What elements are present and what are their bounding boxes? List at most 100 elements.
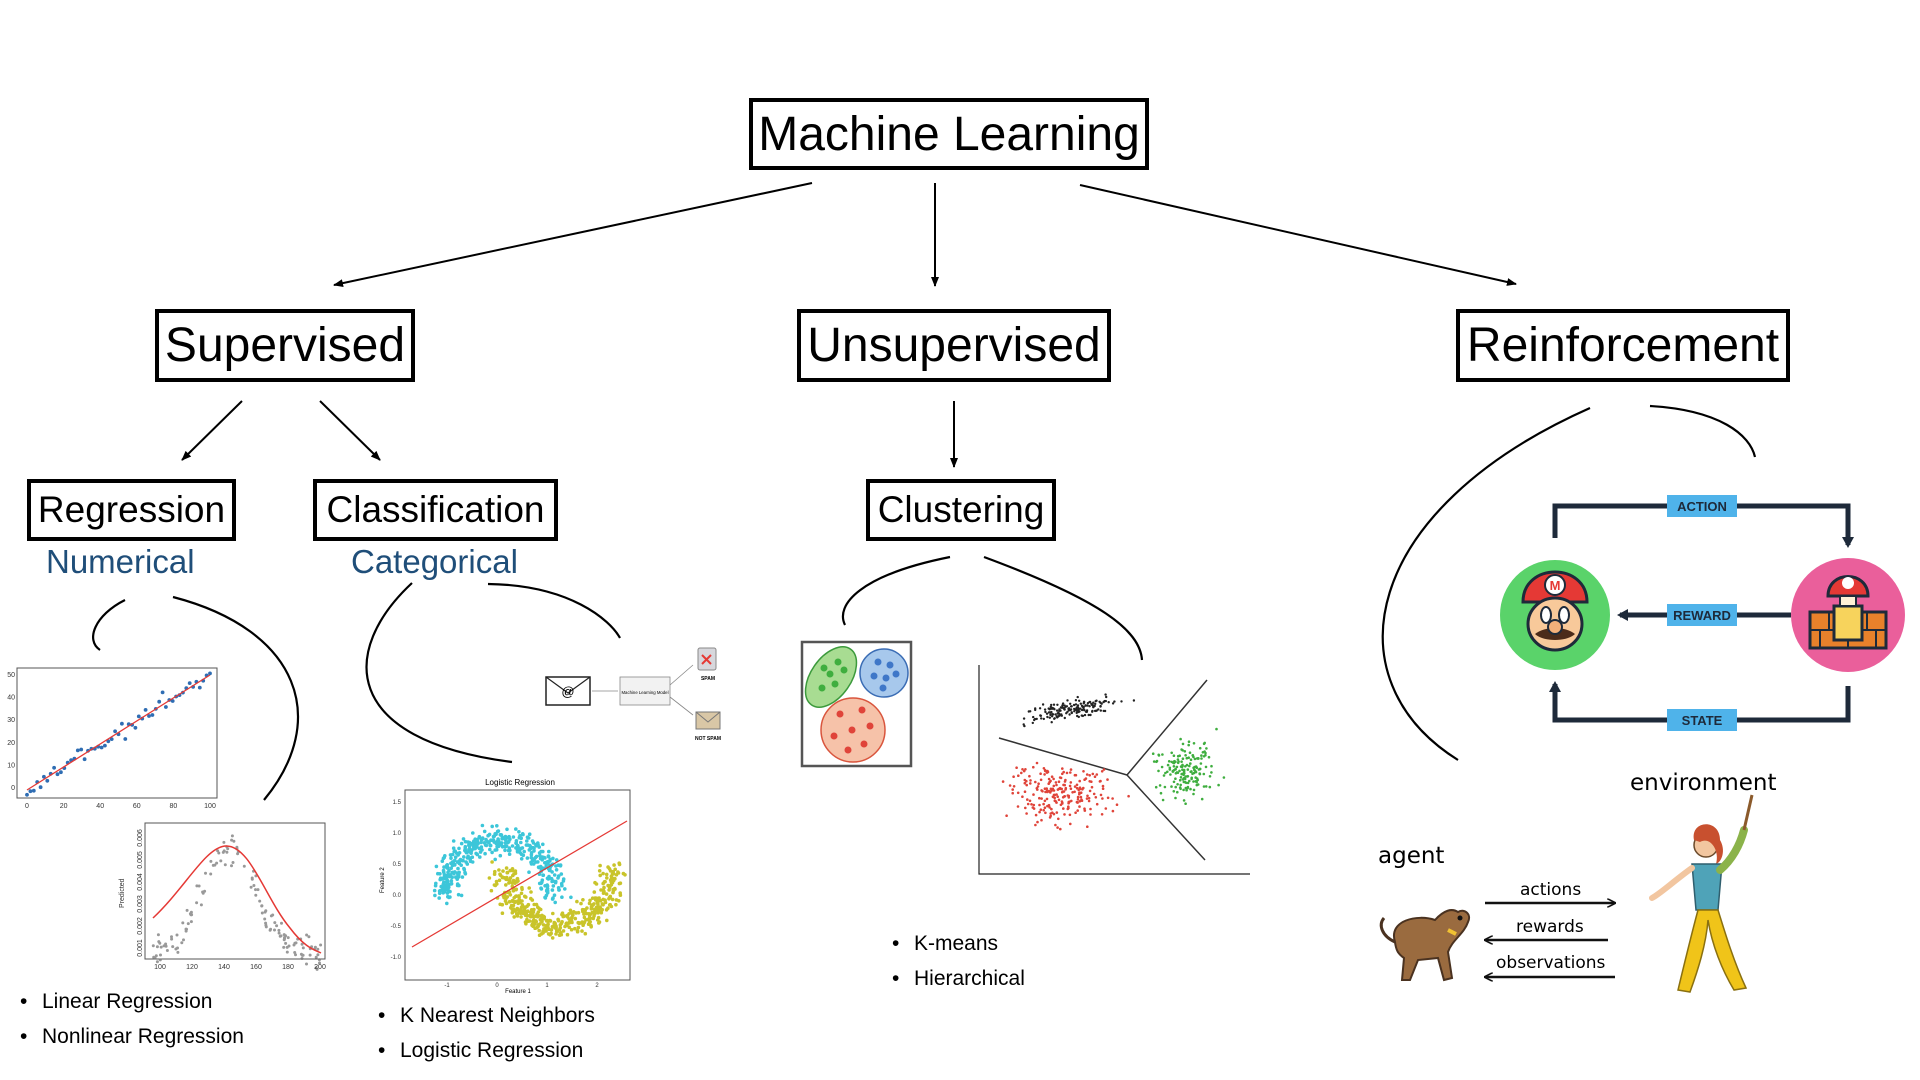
cluster-2-point: [1057, 780, 1061, 783]
class-a-point: [454, 851, 459, 855]
cluster-3-point: [1192, 771, 1196, 775]
cluster-2-point: [1106, 796, 1110, 800]
scatter-point: [143, 708, 148, 712]
cluster-1-point: [1111, 702, 1115, 705]
cluster-2-point: [1095, 802, 1099, 806]
scatter-point: [285, 950, 289, 954]
class-a-point: [519, 840, 523, 845]
cluster-3-point: [1159, 791, 1163, 795]
cluster-1-point: [1083, 709, 1086, 712]
cluster-1-point: [1032, 715, 1035, 719]
cluster-1-point: [1083, 713, 1087, 717]
cluster-2-point: [1054, 800, 1057, 803]
cluster-3-point: [1197, 757, 1200, 760]
supervised-label: Supervised: [164, 319, 406, 372]
model-box: [619, 676, 671, 706]
green-cluster-point: [826, 670, 834, 678]
cluster-1-point: [1080, 708, 1084, 712]
cluster-2-point: [1061, 767, 1064, 770]
scatter-point: [52, 765, 56, 770]
cluster-3-point: [1174, 772, 1178, 775]
class-a-point: [468, 841, 473, 846]
class-a-point: [433, 893, 437, 898]
class-a-point: [553, 900, 557, 905]
class-a-point: [495, 824, 499, 828]
x-tick-label: 20: [60, 803, 68, 810]
cluster-2-point: [1046, 770, 1050, 774]
class-b-point: [500, 875, 505, 880]
class-a-point: [545, 884, 550, 888]
class-a-point: [460, 875, 465, 879]
scatter-point: [164, 942, 168, 946]
regression-type: Numerical: [46, 543, 195, 580]
classification-type: Categorical: [351, 543, 518, 580]
class-a-point: [434, 864, 439, 869]
class-a-point: [448, 889, 452, 894]
class-a-point: [556, 874, 561, 878]
scatter-point: [215, 861, 219, 865]
cluster-1-point: [1077, 710, 1080, 713]
cluster-2-point: [1061, 772, 1064, 776]
cluster-1-point: [1033, 717, 1037, 721]
class-a-point: [453, 870, 457, 874]
class-b-point: [575, 899, 579, 904]
scatter-point: [38, 785, 43, 790]
class-a-point: [457, 846, 461, 851]
cluster-2-point: [1063, 783, 1066, 787]
class-a-point: [461, 837, 466, 841]
cluster-2-point: [1069, 787, 1073, 790]
cluster-2-point: [1048, 806, 1051, 809]
class-a-point: [494, 841, 499, 846]
class-b-point: [557, 933, 562, 937]
class-a-point: [441, 868, 446, 873]
class-a-point: [529, 862, 534, 866]
cluster-2-point: [1090, 785, 1094, 789]
class-b-point: [511, 873, 515, 878]
cluster-3-point: [1189, 762, 1192, 765]
cluster-1-point: [1057, 715, 1060, 718]
class-a-point: [507, 852, 512, 856]
class-a-point: [532, 846, 536, 851]
class-b-point: [503, 899, 508, 903]
cluster-2-point: [1028, 774, 1031, 778]
scatter-point: [258, 899, 262, 903]
scatter-point: [113, 729, 117, 734]
class-a-point: [527, 848, 532, 852]
cluster-1-point: [1120, 700, 1123, 703]
cluster-3-point: [1176, 758, 1180, 761]
class-b-point: [501, 869, 505, 873]
class-a-point: [442, 865, 446, 869]
x-tick-label: 100: [154, 964, 166, 971]
cluster-1-point: [1066, 710, 1069, 713]
class-a-point: [443, 854, 447, 858]
class-b-point: [537, 914, 542, 918]
cluster-1-point: [1066, 699, 1069, 702]
scatter-point: [264, 921, 268, 925]
class-b-point: [513, 869, 518, 873]
class-b-point: [520, 903, 525, 907]
class-b-point: [515, 914, 520, 918]
cluster-1-point: [1065, 705, 1069, 708]
class-a-point: [456, 892, 461, 897]
cluster-1-point: [1081, 714, 1085, 718]
list-item: K-means: [892, 926, 1025, 961]
class-a-point: [545, 860, 550, 865]
cluster-2-point: [1091, 772, 1095, 776]
class-b-point: [617, 862, 622, 867]
root-node: Machine Learning: [749, 98, 1149, 170]
x-tick-label: 1: [545, 983, 549, 989]
cluster-2-point: [1036, 820, 1039, 824]
x-tick-label: 100: [204, 803, 216, 810]
cluster-3-point: [1172, 754, 1176, 757]
cluster-3-point: [1208, 775, 1212, 778]
cluster-2-point: [1089, 813, 1092, 816]
red-cluster-point: [866, 722, 874, 730]
cluster-2-point: [1073, 785, 1077, 788]
scatter-point: [277, 931, 281, 935]
class-b-point: [609, 882, 614, 887]
cluster-2-point: [1001, 780, 1005, 783]
class-a-point: [449, 866, 453, 870]
class-a-point: [505, 827, 509, 832]
cluster-2-point: [1100, 770, 1104, 773]
